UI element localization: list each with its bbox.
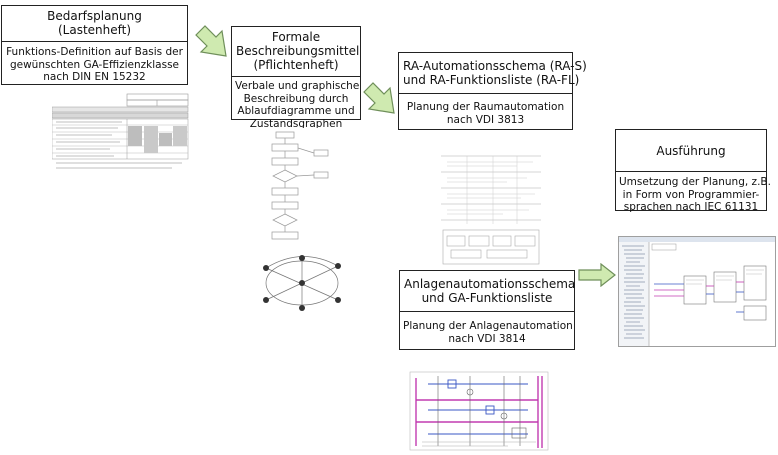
- box-ra-automationsschema: RA-Automationsschema (RA-S) und RA-Funkt…: [398, 52, 587, 130]
- body-line: Verbale und graphische: [235, 80, 360, 92]
- title-line: (Pflichtenheft): [253, 58, 339, 72]
- box-formale-beschreibungsmittel: Formale Beschreibungsmittel (Pflichtenhe…: [231, 26, 361, 130]
- box-ra-title: RA-Automationsschema (RA-S) und RA-Funkt…: [399, 53, 587, 94]
- title-line: und GA-Funktionsliste: [421, 291, 553, 305]
- title-line: Anlagenautomationsschema: [404, 277, 576, 291]
- body-line: nach VDI 3813: [446, 113, 525, 126]
- block-arrow-right-icon: [578, 263, 616, 287]
- title-line: Beschreibungsmittel: [236, 44, 360, 58]
- body-line: Beschreibung durch: [243, 92, 349, 105]
- box-bedarfsplanung-body: Funktions-Definition auf Basis der gewün…: [2, 42, 187, 88]
- box-bedarfsplanung: Bedarfsplanung (Lastenheft) Funktions-De…: [1, 5, 188, 85]
- body-line: gewünschten GA-Effizienzklasse: [9, 58, 180, 71]
- block-arrow-down-right-icon: [195, 25, 227, 57]
- box-ausfuehrung-body: Umsetzung der Planung, z.B. in Form von …: [616, 172, 771, 218]
- title-line: Ausführung: [656, 144, 726, 158]
- box-formale-body: Verbale und graphische Beschreibung durc…: [232, 77, 360, 134]
- box-anlagen-body: Planung der Anlagenautomation nach VDI 3…: [400, 312, 574, 349]
- title-line: Formale: [271, 30, 321, 44]
- programming-software-thumbnail: [618, 236, 776, 347]
- room-automation-schema-thumbnail: [437, 152, 545, 268]
- title-line: Bedarfsplanung: [47, 9, 142, 23]
- body-line: Planung der Raumautomation: [406, 101, 565, 113]
- body-line: Umsetzung der Planung, z.B.: [619, 176, 771, 188]
- title-line: (Lastenheft): [57, 23, 132, 37]
- box-anlagen-title: Anlagenautomationsschema und GA-Funktion…: [400, 271, 576, 312]
- body-line: in Form von Programmier-: [622, 188, 760, 201]
- body-line: sprachen nach IEC 61131: [623, 201, 759, 213]
- plant-automation-schema-thumbnail: [408, 370, 550, 454]
- efficiency-table-thumbnail: [52, 92, 189, 172]
- body-line: Zustandsgraphen: [249, 117, 343, 130]
- box-ausfuehrung-title: Ausführung: [616, 130, 766, 172]
- box-ra-body: Planung der Raumautomation nach VDI 3813: [399, 94, 572, 130]
- body-line: Funktions-Definition auf Basis der: [6, 46, 183, 58]
- box-ausfuehrung: Ausführung Umsetzung der Planung, z.B. i…: [615, 129, 771, 213]
- block-arrow-down-right-icon: [363, 82, 395, 114]
- body-line: Ablaufdiagramme und: [237, 105, 355, 117]
- body-line: nach DIN EN 15232: [43, 71, 146, 83]
- box-formale-title: Formale Beschreibungsmittel (Pflichtenhe…: [232, 27, 360, 77]
- body-line: nach VDI 3814: [448, 332, 526, 345]
- box-anlagenautomationsschema: Anlagenautomationsschema und GA-Funktion…: [399, 270, 575, 350]
- title-line: und RA-Funktionsliste (RA-FL): [403, 73, 580, 87]
- flowchart-thumbnail: [252, 128, 352, 315]
- title-line: RA-Automationsschema (RA-S): [403, 59, 587, 73]
- body-line: Planung der Anlagenautomation: [403, 320, 573, 332]
- box-bedarfsplanung-title: Bedarfsplanung (Lastenheft): [2, 6, 187, 42]
